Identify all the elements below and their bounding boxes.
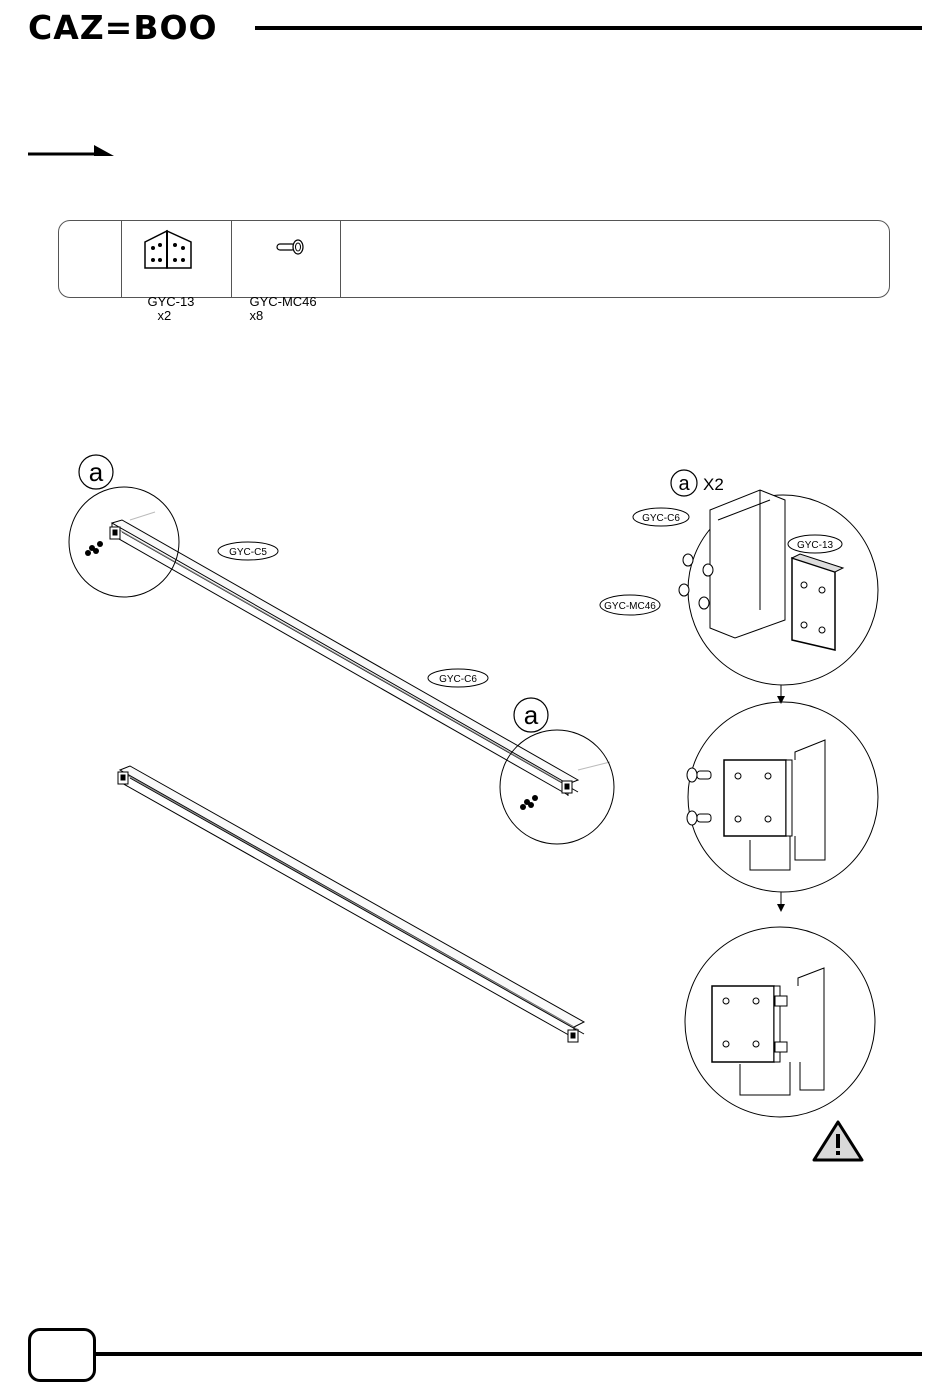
part-qty: x8	[249, 308, 263, 323]
assembly-drawing: a a GYC-C5 GYC-C6 a X2 GYC-C6 GYC-13 GYC…	[0, 440, 950, 1170]
parts-divider	[121, 221, 122, 297]
bolt-icon	[275, 239, 307, 255]
parts-divider	[231, 221, 232, 297]
parts-list: GYC-13 x2 GYC-MC46 x8	[58, 220, 890, 298]
brand-logo: CAZ=BOO	[28, 8, 218, 48]
part-code: GYC-13	[147, 294, 194, 309]
bolt-group-left	[85, 541, 103, 556]
part-qty: x2	[157, 308, 171, 323]
detail-tag: GYC-C6	[642, 513, 680, 524]
lower-beam	[118, 766, 584, 1042]
step-arrow-icon	[28, 142, 118, 162]
warning-triangle-icon	[814, 1122, 862, 1160]
bolt-group-right	[520, 795, 538, 810]
upper-beam	[110, 520, 578, 796]
callout-qty: X2	[703, 475, 724, 494]
corner-bracket-icon	[141, 228, 195, 272]
parts-divider	[340, 221, 341, 297]
callout-a-label: a	[89, 457, 104, 487]
page-number-box	[28, 1328, 96, 1382]
detail-tag: GYC-13	[797, 540, 834, 551]
callout-a-label: a	[678, 473, 690, 495]
part-label-gyc-mc46: GYC-MC46 x8	[235, 281, 317, 337]
beam-tag: GYC-C5	[229, 547, 267, 558]
detail-tag: GYC-MC46	[604, 601, 656, 612]
part-label-gyc-13: GYC-13 x2	[133, 281, 194, 337]
header-divider	[255, 26, 922, 30]
footer-divider	[96, 1352, 922, 1356]
part-code: GYC-MC46	[249, 294, 316, 309]
callout-a-label: a	[524, 700, 539, 730]
beam-tag: GYC-C6	[439, 674, 477, 685]
